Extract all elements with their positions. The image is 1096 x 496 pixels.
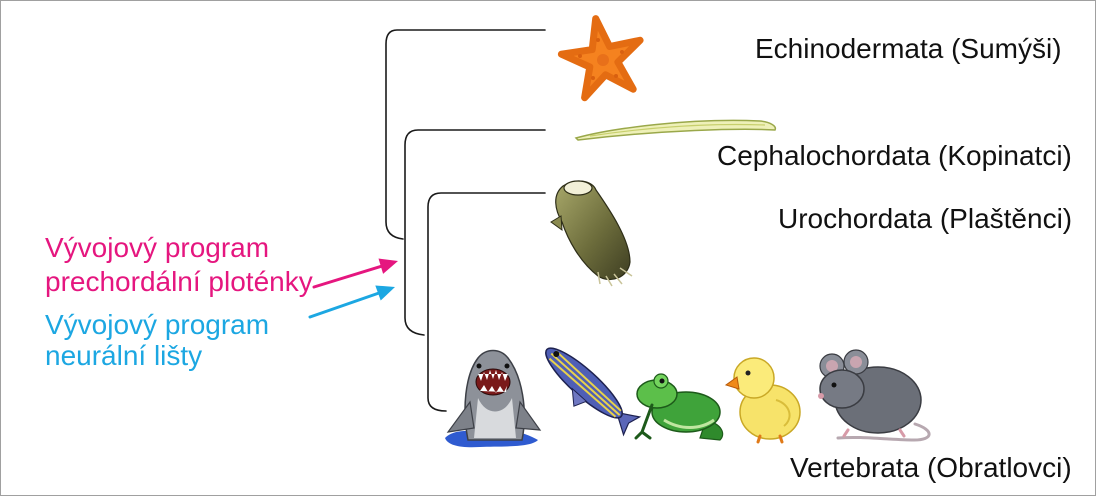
shark-eye xyxy=(504,363,510,369)
tunicate-side-siphon xyxy=(550,215,563,232)
starfish-spot xyxy=(614,74,618,78)
zebrafish-stripes xyxy=(548,350,622,418)
shark-icon xyxy=(445,349,542,448)
mouse-head xyxy=(819,369,865,409)
chick-beak xyxy=(724,376,740,390)
neural-crest-label-line2: neurální lišty xyxy=(45,340,202,371)
neural-crest-arrowhead xyxy=(375,285,395,301)
lancelet-notochord xyxy=(589,123,766,137)
chick-eye xyxy=(745,370,751,376)
shark-right-fin xyxy=(515,400,542,431)
neural-crest-arrow-shaft xyxy=(308,291,381,319)
taxon-label-echinodermata: Echinodermata (Sumýši) xyxy=(755,33,1062,64)
tunicate-body xyxy=(555,180,631,281)
starfish-spot xyxy=(591,76,595,80)
mouse-feet xyxy=(842,428,906,438)
prechordal-plate-arrow-shaft xyxy=(312,264,384,289)
prechordal-plate-label-line2: prechordální ploténky xyxy=(45,266,313,297)
zebrafish-tail xyxy=(615,411,642,437)
frog-icon xyxy=(634,373,724,441)
chick-feet xyxy=(756,434,784,444)
mouse-ear-inner xyxy=(850,356,862,368)
starfish-spot xyxy=(578,54,582,58)
zebrafish-eye xyxy=(553,351,560,358)
zebrafish-icon xyxy=(545,347,642,437)
prechordal-plate-arrow xyxy=(312,258,398,289)
shark-teeth xyxy=(478,370,508,393)
chick-head xyxy=(733,357,775,399)
taxon-label-vertebrata: Vertebrata (Obratlovci) xyxy=(790,452,1072,483)
chick-icon xyxy=(724,357,801,444)
prechordal-plate-arrowhead xyxy=(378,258,398,274)
mouse-ear-inner xyxy=(826,360,838,372)
chick-wing xyxy=(775,399,791,427)
mouse-tail xyxy=(836,422,931,442)
starfish-spot xyxy=(620,50,624,54)
lancelet-body xyxy=(574,119,777,141)
branch-urochordata-vertebrata xyxy=(427,192,546,412)
mouse-nose xyxy=(818,393,824,399)
shark-eye xyxy=(476,363,482,369)
frog-belly xyxy=(663,418,715,429)
frog-front-leg xyxy=(634,403,654,440)
lancelet-icon xyxy=(574,119,777,141)
branch-cephalochordata xyxy=(404,129,546,336)
tunicate-fringe xyxy=(597,267,633,287)
starfish-spot xyxy=(596,38,600,42)
neural-crest-label-line1: Vývojový program xyxy=(45,309,269,340)
branch-echinodermata xyxy=(385,29,546,240)
taxon-label-urochordata: Urochordata (Plaštěnci) xyxy=(778,203,1072,234)
neural-crest-arrow xyxy=(308,285,395,319)
zebrafish-fin xyxy=(571,387,588,407)
mouse-eye xyxy=(831,382,837,388)
starfish-center xyxy=(597,54,609,66)
tunicate-icon xyxy=(550,180,633,287)
starfish-icon xyxy=(557,15,644,102)
shark-left-fin xyxy=(446,400,475,433)
tree-branches xyxy=(385,29,546,412)
frog-pupil xyxy=(659,378,665,384)
tunicate-siphon-opening xyxy=(563,180,593,196)
taxon-label-cephalochordata: Cephalochordata (Kopinatci) xyxy=(717,140,1072,171)
prechordal-plate-label-line1: Vývojový program xyxy=(45,232,269,263)
shark-belly xyxy=(474,398,516,438)
mouse-icon xyxy=(818,349,931,442)
